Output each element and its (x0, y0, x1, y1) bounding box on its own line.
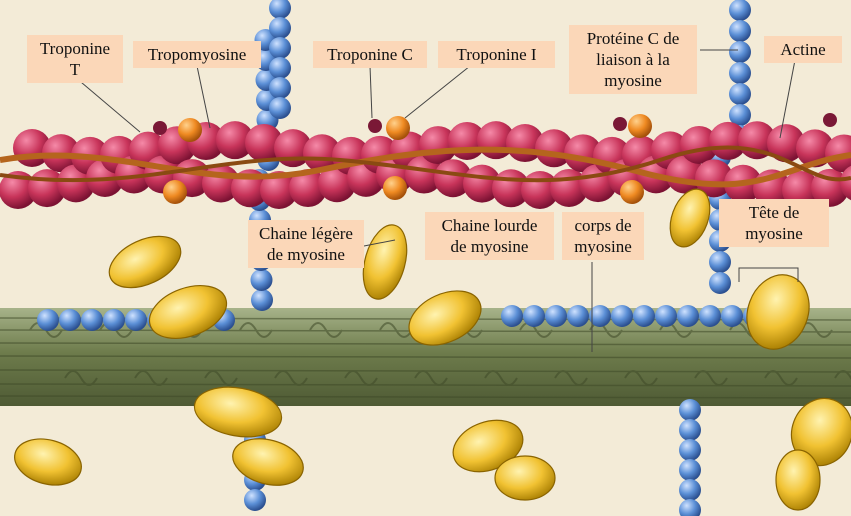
light-chain-bead (269, 57, 291, 79)
light-chain-bead (633, 305, 655, 327)
light-chain-bead (729, 41, 751, 63)
light-chain-bead (567, 305, 589, 327)
light-chain-bead (699, 305, 721, 327)
troponin-complex (163, 180, 187, 204)
light-chain-bead (729, 83, 751, 105)
light-chain-bead (125, 309, 147, 331)
light-chain-bead (269, 77, 291, 99)
light-chain-bead (679, 399, 701, 421)
troponin-complex (620, 180, 644, 204)
light-chain-bead (677, 305, 699, 327)
light-chain-bead (611, 305, 633, 327)
myosin-head (495, 456, 555, 500)
troponin-complex (628, 114, 652, 138)
light-chain-bead (81, 309, 103, 331)
light-chain-bead (721, 305, 743, 327)
light-chain-bead (679, 419, 701, 441)
light-chain-bead (655, 305, 677, 327)
light-chain-bead (244, 489, 266, 511)
label-proteine-c: Protéine C de liaison à la myosine (569, 25, 697, 94)
light-chain-bead (709, 272, 731, 294)
light-chain-bead (545, 305, 567, 327)
label-tropomyosine: Tropomyosine (133, 41, 261, 68)
troponin-subunit (368, 119, 382, 133)
label-troponine-t: Troponine T (27, 35, 123, 83)
light-chain-bead (679, 459, 701, 481)
myosin-head (776, 450, 820, 510)
label-actine: Actine (764, 36, 842, 63)
light-chain-bead (523, 305, 545, 327)
label-tete-myosine: Tête de myosine (719, 199, 829, 247)
light-chain-bead (269, 17, 291, 39)
troponin-subunit (613, 117, 627, 131)
troponin-complex (178, 118, 202, 142)
light-chain-bead (679, 439, 701, 461)
troponin-subunit (823, 113, 837, 127)
light-chain-bead (269, 37, 291, 59)
light-chain-bead (59, 309, 81, 331)
label-troponine-c: Troponine C (313, 41, 427, 68)
light-chain-bead (729, 62, 751, 84)
troponin-complex (383, 176, 407, 200)
light-chain-bead (729, 0, 751, 21)
label-chaine-legere: Chaine légère de myosine (248, 220, 364, 268)
label-corps-myosine: corps de myosine (562, 212, 644, 260)
label-troponine-i: Troponine I (438, 41, 555, 68)
light-chain-bead (709, 251, 731, 273)
light-chain-bead (103, 309, 125, 331)
troponin-complex (386, 116, 410, 140)
light-chain-bead (269, 97, 291, 119)
light-chain-bead (501, 305, 523, 327)
light-chain-bead (679, 479, 701, 501)
troponin-subunit (153, 121, 167, 135)
light-chain-bead (251, 289, 273, 311)
light-chain-bead (37, 309, 59, 331)
light-chain-bead (729, 20, 751, 42)
light-chain-bead (251, 269, 273, 291)
label-chaine-lourde: Chaine lourde de myosine (425, 212, 554, 260)
